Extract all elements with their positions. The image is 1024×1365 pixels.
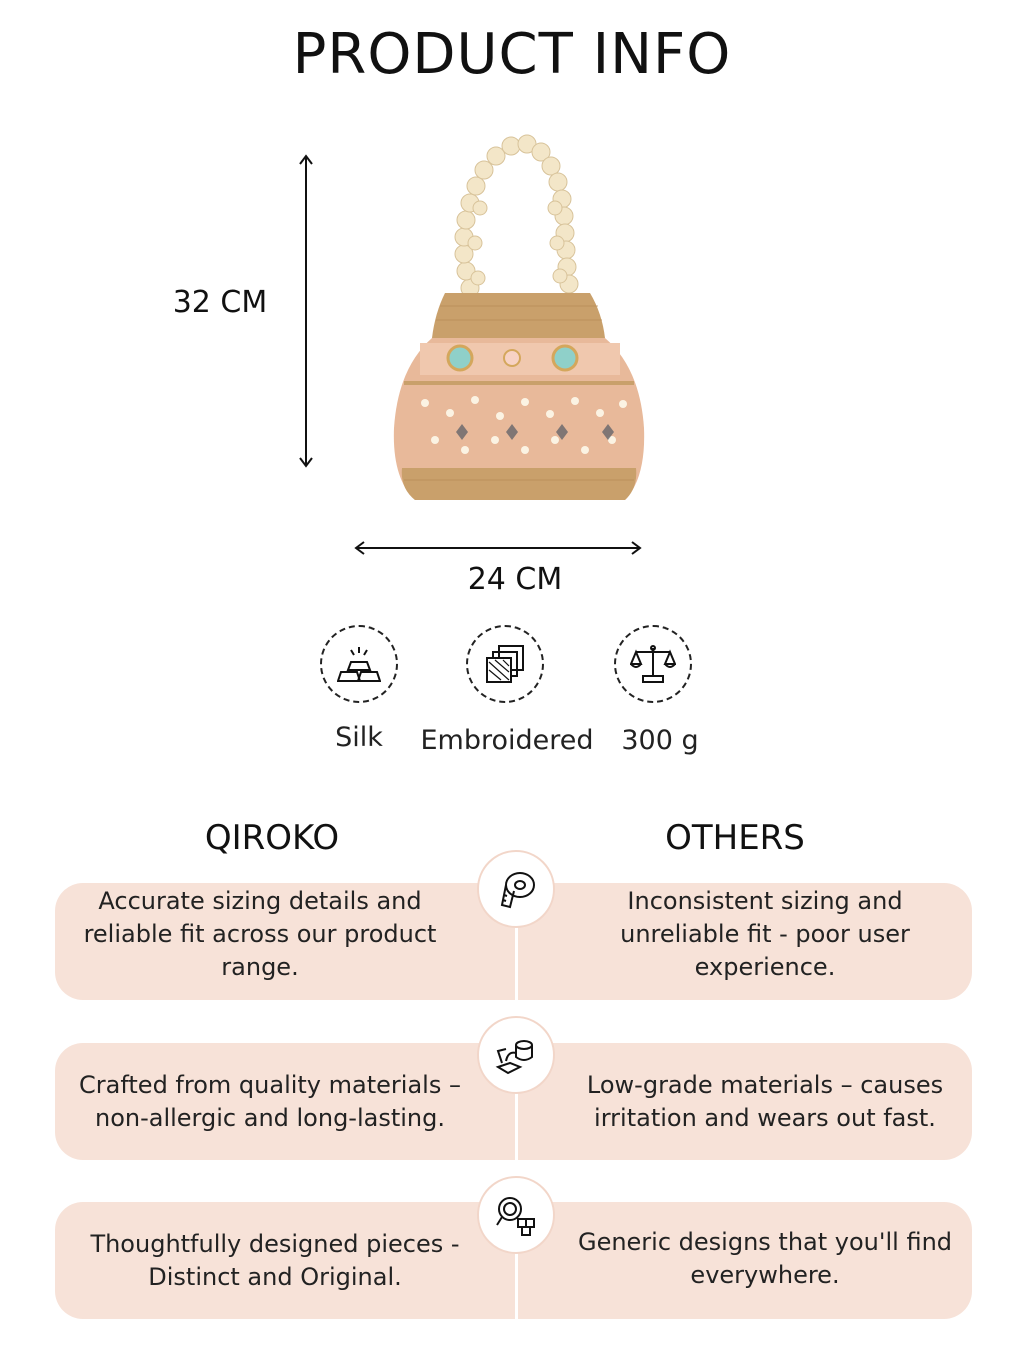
- feature-label-material: Silk: [335, 722, 383, 753]
- others-heading: OTHERS: [665, 818, 805, 858]
- width-label: 24 CM: [467, 562, 563, 597]
- qiroko-point-sizing: Accurate sizing details and reliable fit…: [83, 887, 437, 981]
- height-label: 32 CM: [172, 285, 268, 320]
- qiroko-point-design: Thoughtfully designed pieces - Distinct …: [90, 1229, 460, 1291]
- feature-label-weight: 300 g: [621, 725, 699, 756]
- width-arrow: [354, 541, 642, 555]
- row-divider: [515, 1202, 518, 1319]
- others-point-design: Generic designs that you'll find everywh…: [577, 1227, 953, 1289]
- height-arrow: [299, 154, 313, 468]
- measuring-tape-icon: [477, 850, 555, 928]
- design-magnifier-icon: [477, 1176, 555, 1254]
- page-title: PRODUCT INFO: [292, 22, 732, 87]
- scale-icon: [614, 625, 692, 703]
- others-point-materials: Low-grade materials – causes irritation …: [586, 1070, 944, 1132]
- pouring-material-icon: [477, 1016, 555, 1094]
- row-divider: [515, 883, 518, 1000]
- qiroko-heading: QIROKO: [204, 818, 340, 858]
- gold-bars-icon: [320, 625, 398, 703]
- feature-label-technique: Embroidered: [420, 725, 594, 756]
- row-divider: [515, 1043, 518, 1160]
- qiroko-point-materials: Crafted from quality materials – non-all…: [79, 1070, 461, 1132]
- others-point-sizing: Inconsistent sizing and unreliable fit -…: [620, 887, 910, 981]
- fabric-swatch-icon: [466, 625, 544, 703]
- handbag-image: [393, 134, 645, 500]
